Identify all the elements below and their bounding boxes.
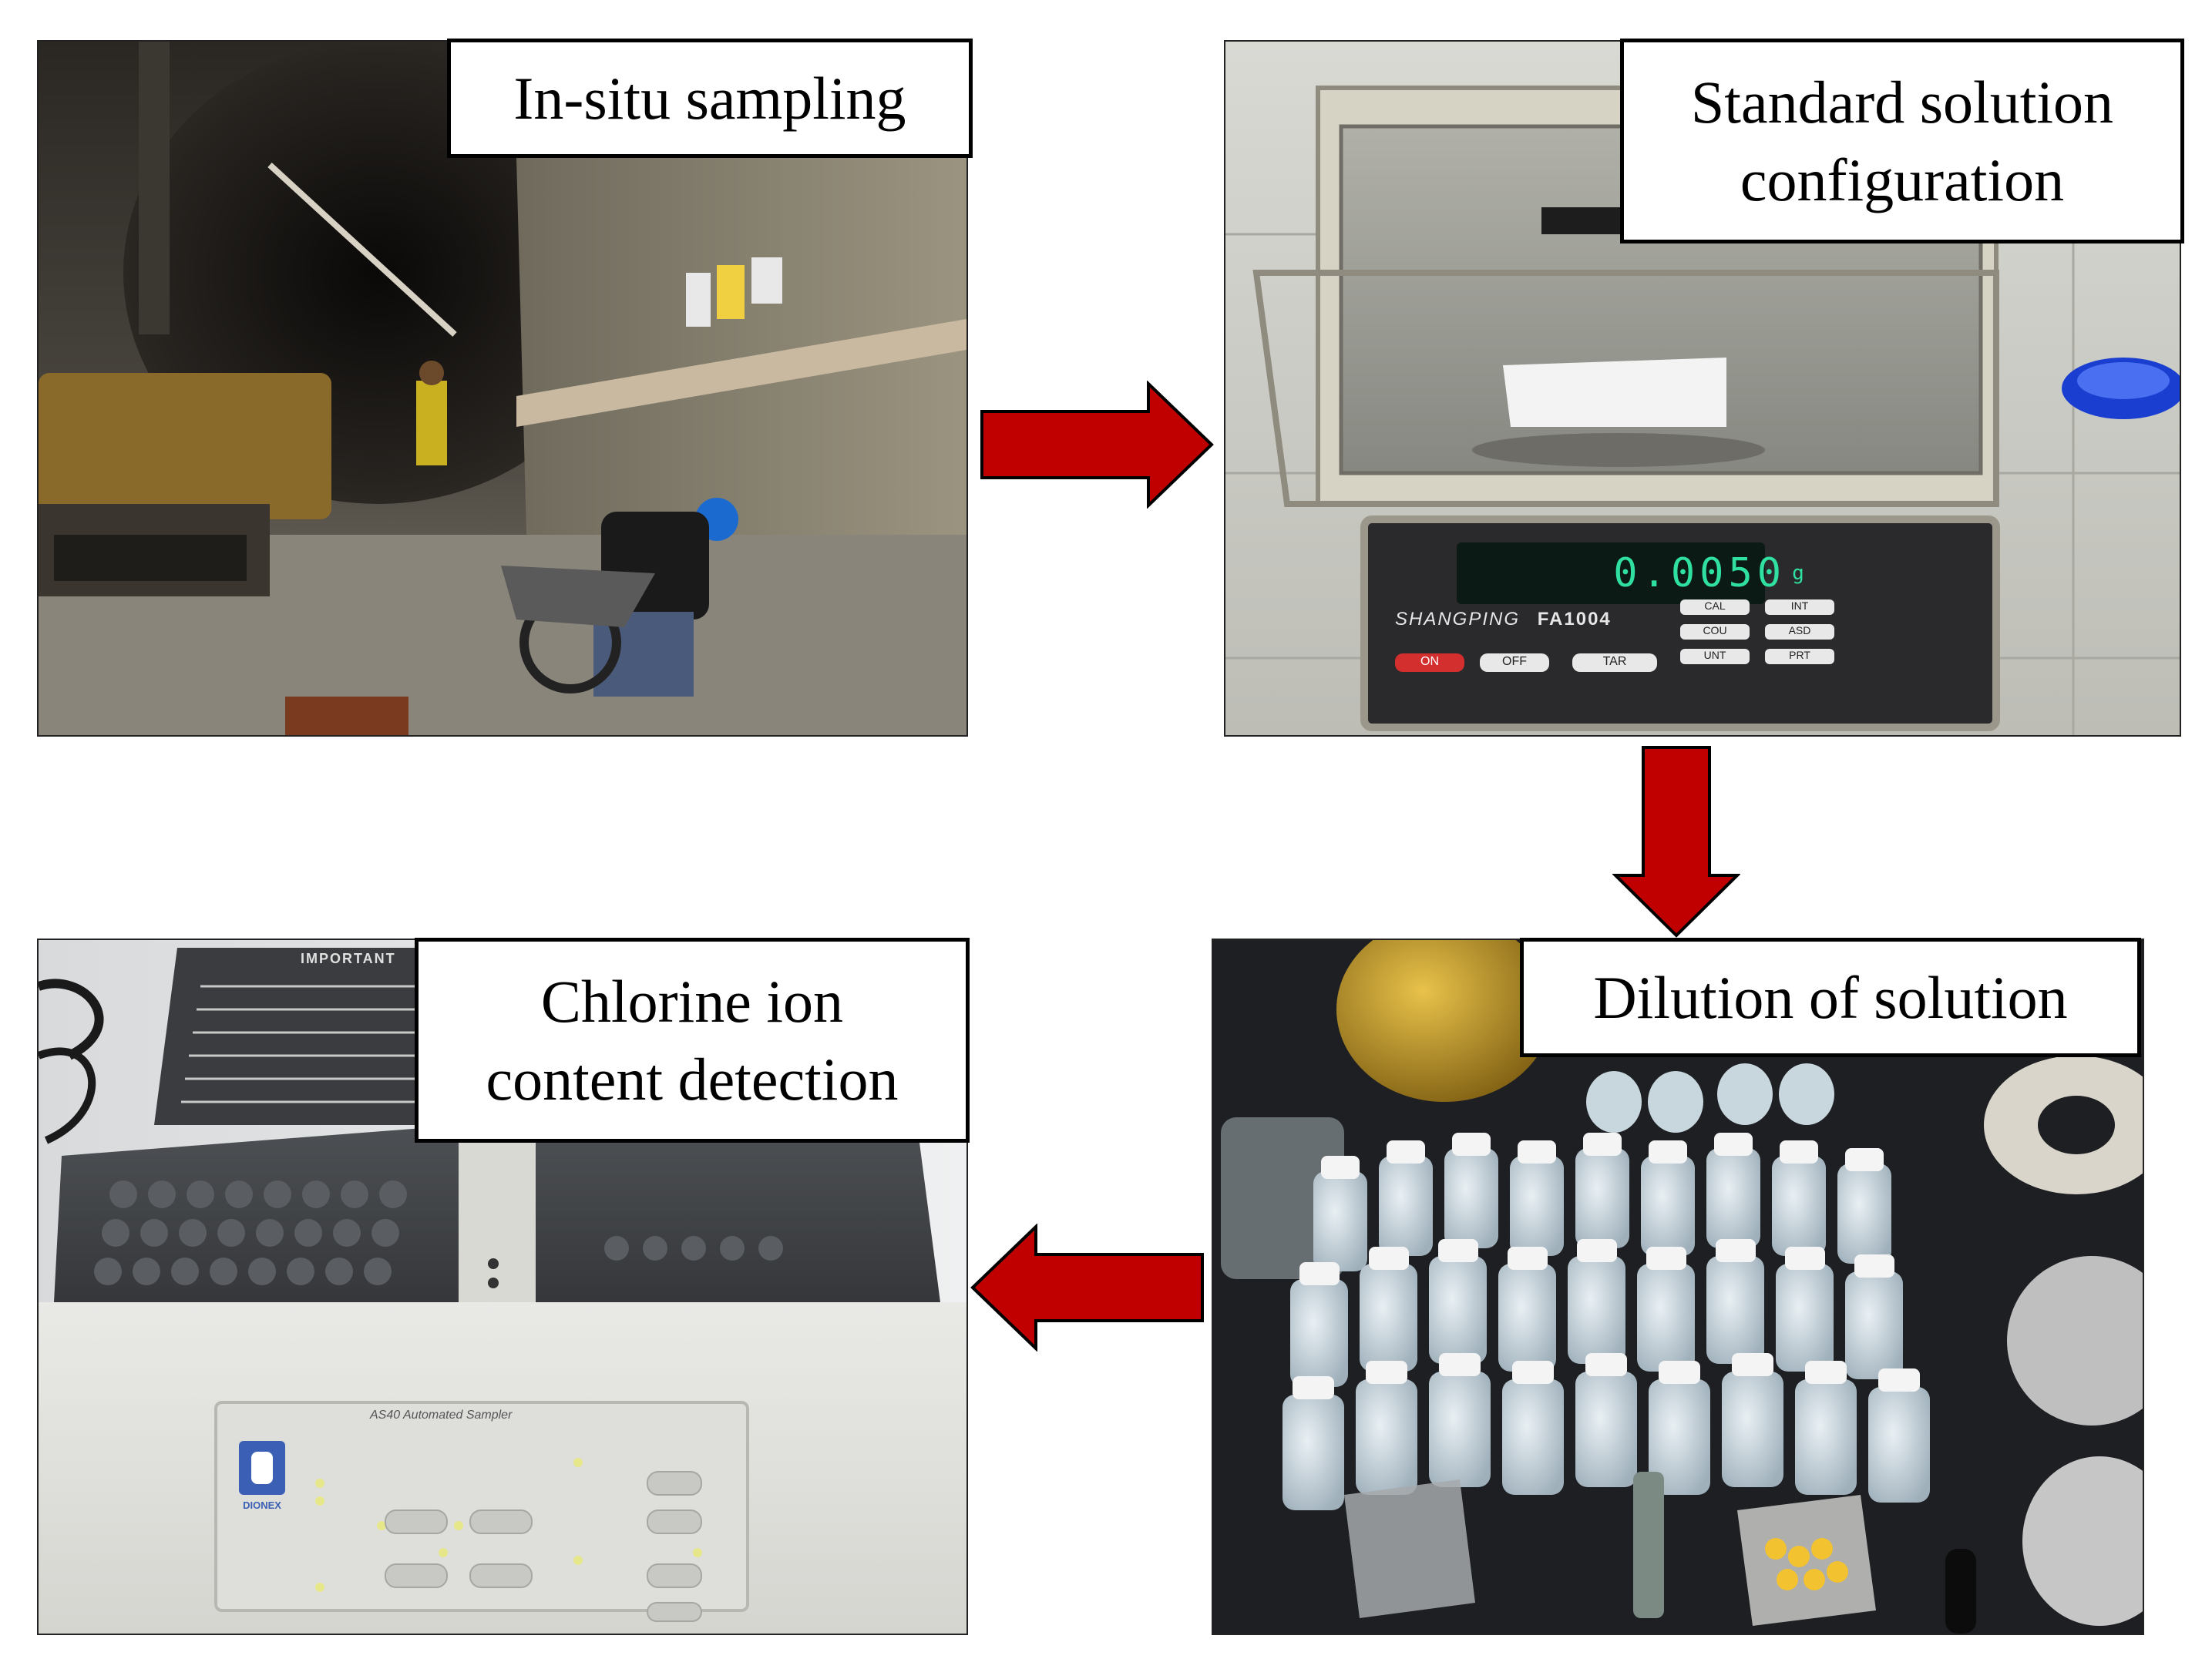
step-label-standard-solution-configuration: Standard solution configuration bbox=[1620, 39, 2184, 243]
step-2-label-line1: Standard solution bbox=[1690, 68, 2114, 136]
step-label-chlorine-ion-content-detection: Chlorine ion content detection bbox=[415, 938, 970, 1143]
balance-key-asd[interactable]: ASD bbox=[1765, 624, 1834, 636]
left-arrow-icon bbox=[970, 1224, 1205, 1352]
balance-key-on[interactable]: ON bbox=[1395, 655, 1464, 669]
sampler-brand: DIONEX bbox=[231, 1499, 293, 1511]
step-2-label-line2: configuration bbox=[1740, 146, 2065, 213]
balance-key-prt[interactable]: PRT bbox=[1765, 649, 1834, 661]
step-label-dilution-of-solution: Dilution of solution bbox=[1520, 938, 2141, 1057]
balance-key-off[interactable]: OFF bbox=[1480, 655, 1549, 669]
balance-key-cou[interactable]: COU bbox=[1680, 624, 1750, 636]
balance-key-cal[interactable]: CAL bbox=[1680, 599, 1750, 612]
balance-key-cal-label: CAL bbox=[1704, 599, 1726, 612]
sampler-notice: IMPORTANT bbox=[301, 951, 396, 967]
balance-model-text: FA1004 bbox=[1537, 609, 1612, 630]
bottle-grid bbox=[1282, 1148, 1930, 1510]
right-arrow-icon bbox=[979, 381, 1215, 509]
balance-key-unt[interactable]: UNT bbox=[1680, 649, 1750, 661]
balance-key-tar-label: TAR bbox=[1602, 655, 1627, 668]
balance-display-readout: 0.0050 g bbox=[1588, 542, 1834, 604]
step-3-label: Dilution of solution bbox=[1593, 963, 2068, 1031]
sampler-notice-text: IMPORTANT bbox=[301, 951, 396, 966]
balance-brand-text: SHANGPING bbox=[1395, 609, 1521, 630]
balance-key-off-label: OFF bbox=[1502, 655, 1527, 668]
sampler-model-title-text: AS40 Automated Sampler bbox=[370, 1409, 513, 1422]
balance-key-asd-label: ASD bbox=[1788, 624, 1811, 636]
down-arrow-icon bbox=[1612, 744, 1740, 939]
balance-key-int-label: INT bbox=[1790, 599, 1809, 612]
sampler-model-title: AS40 Automated Sampler bbox=[370, 1409, 512, 1422]
balance-brand: SHANGPING FA1004 bbox=[1395, 609, 1612, 630]
sampler-brand-text: DIONEX bbox=[243, 1499, 281, 1511]
balance-key-cou-label: COU bbox=[1703, 624, 1727, 636]
balance-key-prt-label: PRT bbox=[1789, 649, 1810, 661]
balance-display-value: 0.0050 bbox=[1613, 550, 1787, 596]
balance-key-int[interactable]: INT bbox=[1765, 599, 1834, 612]
step-1-label: In-situ sampling bbox=[513, 64, 906, 132]
step-4-label-line1: Chlorine ion bbox=[540, 967, 844, 1035]
balance-key-unt-label: UNT bbox=[1703, 649, 1726, 661]
step-label-in-situ-sampling: In-situ sampling bbox=[447, 39, 973, 158]
step-4-label-line2: content detection bbox=[486, 1046, 899, 1113]
balance-display-unit: g bbox=[1792, 562, 1809, 585]
balance-key-tar[interactable]: TAR bbox=[1572, 655, 1657, 669]
balance-key-on-label: ON bbox=[1420, 655, 1439, 668]
